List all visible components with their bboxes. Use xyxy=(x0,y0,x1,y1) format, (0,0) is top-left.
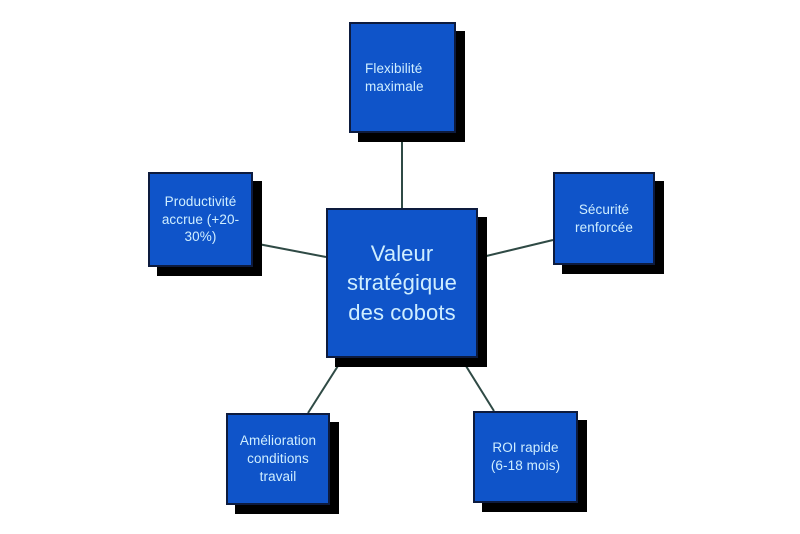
node-label: Productivité accrue (+20- 30%) xyxy=(161,193,240,245)
node-label: Amélioration conditions travail xyxy=(239,433,317,484)
connector-center-to-securite xyxy=(477,239,554,259)
node-roi-rapide[interactable]: ROI rapide (6-18 mois) xyxy=(473,411,578,503)
node-label: Sécurité renforcée xyxy=(575,201,633,235)
node-label: ROI rapide (6-18 mois) xyxy=(490,440,561,473)
node-securite-renforcee[interactable]: Sécurité renforcée xyxy=(553,172,655,265)
connector-center-to-productivite xyxy=(252,242,327,258)
node-flexibilite-maximale[interactable]: Flexibilité maximale xyxy=(349,22,456,133)
connector-center-to-amelioration xyxy=(307,357,344,414)
connector-center-to-roi xyxy=(460,357,495,412)
node-productivite-accrue[interactable]: Productivité accrue (+20- 30%) xyxy=(148,172,253,267)
node-amelioration-conditions-travail[interactable]: Amélioration conditions travail xyxy=(226,413,330,505)
node-label: Flexibilité maximale xyxy=(365,60,424,94)
node-valeur-strategique-des-cobots[interactable]: Valeur stratégique des cobots xyxy=(326,208,478,358)
center-node-label: Valeur stratégique des cobots xyxy=(347,241,457,325)
